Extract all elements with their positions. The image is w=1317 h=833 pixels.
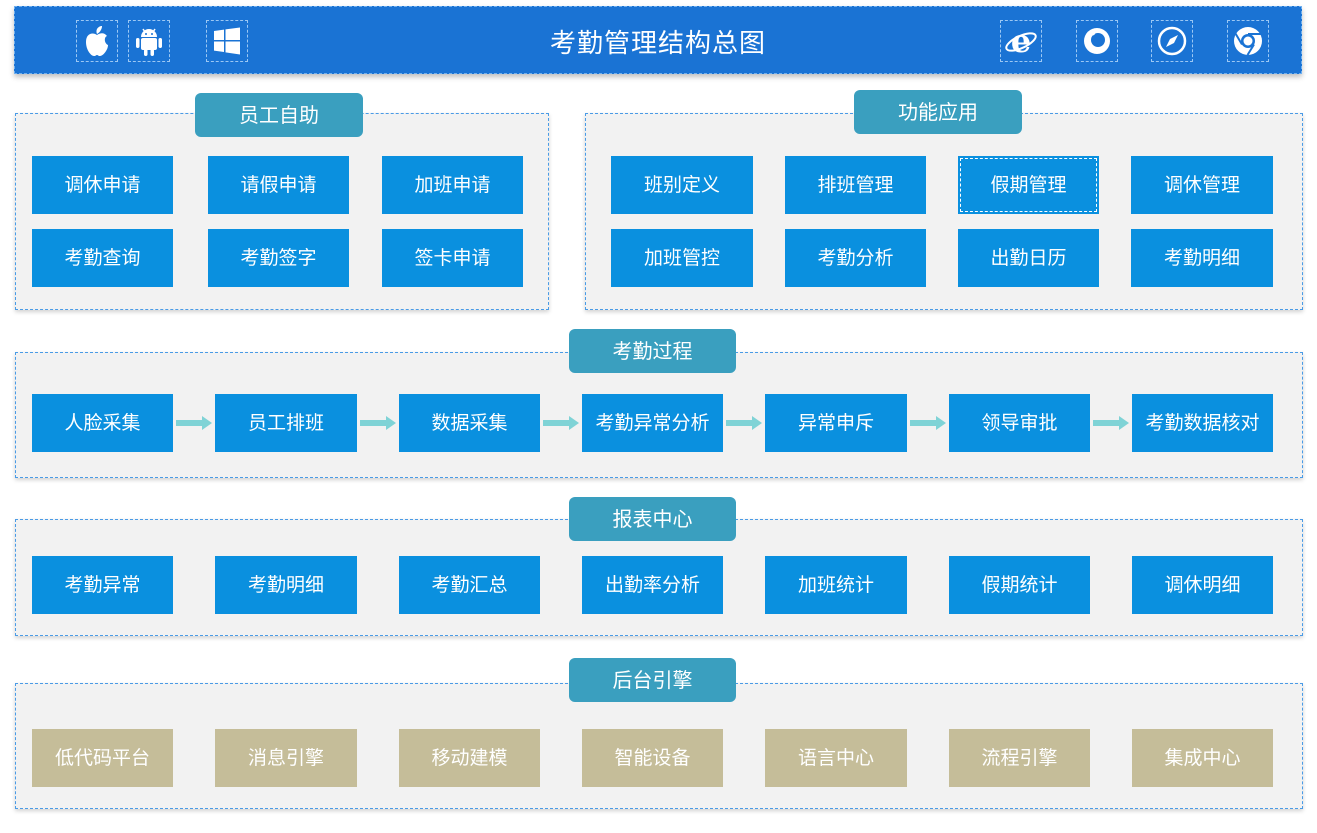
flow-arrow-icon (176, 416, 212, 430)
safari-icon[interactable] (1151, 20, 1193, 62)
flow-arrow-icon (726, 416, 762, 430)
self-service-item[interactable]: 签卡申请 (382, 229, 523, 287)
process-step[interactable]: 考勤数据核对 (1132, 394, 1273, 452)
engine-item[interactable]: 移动建模 (399, 729, 540, 787)
process-step[interactable]: 异常申斥 (765, 394, 907, 452)
process-step[interactable]: 考勤异常分析 (582, 394, 723, 452)
report-item[interactable]: 调休明细 (1132, 556, 1273, 614)
function-item[interactable]: 考勤明细 (1131, 229, 1273, 287)
self-service-item[interactable]: 考勤签字 (208, 229, 349, 287)
flow-arrow-icon (910, 416, 946, 430)
engine-item[interactable]: 流程引擎 (949, 729, 1090, 787)
chrome-icon[interactable] (1227, 20, 1269, 62)
engine-item[interactable]: 集成中心 (1132, 729, 1273, 787)
functions-title: 功能应用 (854, 90, 1022, 134)
engine-item[interactable]: 消息引擎 (215, 729, 357, 787)
report-item[interactable]: 假期统计 (949, 556, 1090, 614)
function-item[interactable]: 调休管理 (1131, 156, 1273, 214)
android-icon[interactable] (128, 20, 170, 62)
engine-item[interactable]: 语言中心 (765, 729, 907, 787)
windows-icon[interactable] (206, 20, 248, 62)
flow-arrow-icon (543, 416, 579, 430)
process-step[interactable]: 数据采集 (399, 394, 540, 452)
function-item[interactable]: 出勤日历 (958, 229, 1099, 287)
flow-arrow-icon (1093, 416, 1129, 430)
engine-item[interactable]: 低代码平台 (32, 729, 173, 787)
report-item[interactable]: 加班统计 (765, 556, 907, 614)
report-item[interactable]: 出勤率分析 (582, 556, 723, 614)
process-title: 考勤过程 (569, 329, 736, 373)
flow-arrow-icon (360, 416, 396, 430)
self-service-item[interactable]: 加班申请 (382, 156, 523, 214)
engine-title: 后台引擎 (569, 658, 736, 702)
function-item[interactable]: 加班管控 (611, 229, 753, 287)
header-bar: 考勤管理结构总图 e (14, 6, 1302, 74)
process-step[interactable]: 人脸采集 (32, 394, 173, 452)
ie-icon[interactable]: e (1000, 20, 1042, 62)
reports-title: 报表中心 (569, 497, 736, 541)
self-service-item[interactable]: 考勤查询 (32, 229, 173, 287)
function-item[interactable]: 考勤分析 (785, 229, 926, 287)
self-service-item[interactable]: 调休申请 (32, 156, 173, 214)
firefox-icon[interactable] (1076, 20, 1118, 62)
svg-text:e: e (1011, 25, 1031, 57)
engine-item[interactable]: 智能设备 (582, 729, 723, 787)
report-item[interactable]: 考勤明细 (215, 556, 357, 614)
self-service-title: 员工自助 (195, 93, 363, 137)
self-service-item[interactable]: 请假申请 (208, 156, 349, 214)
report-item[interactable]: 考勤异常 (32, 556, 173, 614)
function-item-selected[interactable]: 假期管理 (958, 156, 1099, 214)
process-step[interactable]: 领导审批 (949, 394, 1090, 452)
function-item[interactable]: 班别定义 (611, 156, 753, 214)
apple-icon[interactable] (76, 20, 118, 62)
process-step[interactable]: 员工排班 (215, 394, 357, 452)
report-item[interactable]: 考勤汇总 (399, 556, 540, 614)
page-title: 考勤管理结构总图 (549, 29, 766, 59)
function-item[interactable]: 排班管理 (785, 156, 926, 214)
